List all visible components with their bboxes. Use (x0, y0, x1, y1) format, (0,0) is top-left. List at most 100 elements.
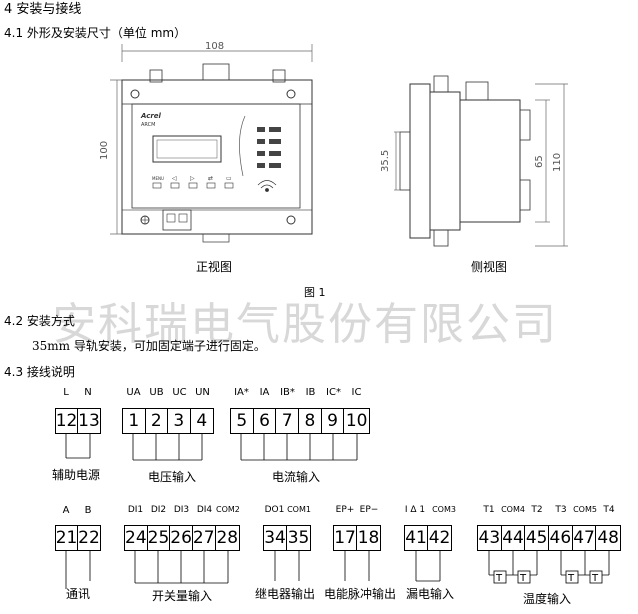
terminal-number: 26 (170, 526, 193, 550)
comm-labels: A B (55, 505, 99, 516)
terminal-label: EP+ (335, 505, 355, 515)
terminal-number: 48 (597, 528, 619, 548)
terminal-label: COM5 (573, 505, 597, 514)
terminal-number: 4 (196, 411, 208, 431)
terminal-label: N (84, 387, 92, 398)
sensor-t-label: T (495, 573, 503, 584)
brand-logo: Acrel (140, 112, 162, 120)
terminal-block-do: 34 35 (263, 525, 311, 551)
terminal-number: 2 (146, 409, 168, 433)
terminal-number: 9 (322, 409, 345, 433)
dim-height-label: 100 (99, 141, 110, 160)
terminal-block-comm: 21 22 (55, 525, 101, 551)
terminal-number: 47 (573, 526, 597, 550)
model-label: ARCM (141, 122, 155, 128)
terminal-label: DI4 (196, 505, 213, 515)
svg-text:▭: ▭ (226, 175, 232, 182)
terminal-block-aux: 12 13 (55, 408, 101, 434)
front-view-caption: 正视图 (196, 260, 233, 274)
leak-labels: I Δ 1 COM3 (400, 505, 458, 515)
terminal-label: UC (172, 387, 187, 398)
terminal-label: B (84, 505, 92, 516)
group-voltage-input: 电压输入 (148, 470, 197, 484)
section-4-3-title: 4.3 接线说明 (4, 365, 75, 379)
terminal-label: UA (126, 387, 141, 398)
terminal-block-temp: 43 44 45 46 47 48 (477, 525, 621, 551)
dim-65-label: 65 (534, 155, 545, 168)
terminal-label: DI2 (150, 505, 167, 515)
figure-caption: 图 1 (304, 286, 326, 299)
aux-labels: L N (55, 387, 99, 398)
terminal-label: T2 (531, 505, 543, 515)
terminal-number: 6 (254, 409, 277, 433)
terminal-label: IC* (326, 387, 341, 398)
terminal-number: 41 (405, 526, 429, 550)
terminal-number: 10 (345, 411, 368, 431)
terminal-label: DI1 (127, 505, 144, 515)
terminal-number: 22 (78, 528, 100, 548)
dim-width-label: 108 (205, 41, 224, 52)
terminal-number: 44 (502, 526, 526, 550)
terminal-number: 27 (192, 526, 216, 550)
terminal-label: IA (259, 387, 270, 398)
sensor-t-label: T (591, 573, 599, 584)
terminal-block-ep: 17 18 (333, 525, 381, 551)
terminal-block-current: 5 6 7 8 9 10 (230, 408, 370, 434)
terminal-block-leak: 41 42 (404, 525, 452, 551)
terminal-number: 46 (549, 526, 573, 550)
current-labels: IA* IA IB* IB IC* IC (230, 387, 368, 398)
terminal-label: IB (305, 387, 316, 398)
terminal-number: 43 (478, 526, 502, 550)
terminal-label: IA* (234, 387, 249, 398)
terminal-number: 17 (334, 526, 358, 550)
terminal-label: IB* (280, 387, 295, 398)
group-temperature-input: 温度输入 (523, 592, 572, 606)
terminal-label: COM1 (287, 505, 311, 514)
terminal-label: T4 (603, 505, 615, 515)
section-4-1-title: 4.1 外形及安装尺寸（单位 mm） (4, 26, 187, 40)
terminal-label: I Δ 1 (404, 505, 426, 515)
svg-text:⇄: ⇄ (208, 175, 213, 182)
terminal-number: 24 (125, 526, 148, 550)
temp-labels: T1 COM4 T2 T3 COM5 T4 (477, 505, 621, 515)
terminal-label: COM4 (501, 505, 525, 514)
side-view-caption: 侧视图 (471, 260, 508, 274)
terminal-label: L (63, 387, 69, 398)
terminal-number: 12 (55, 409, 78, 433)
row1-wiring (65, 434, 358, 461)
terminal-label: IC (351, 387, 362, 398)
di-labels: DI1 DI2 DI3 DI4 COM2 (124, 505, 240, 515)
dim-110-label: 110 (552, 153, 563, 172)
terminal-number: 1 (123, 409, 146, 433)
terminal-label: T1 (483, 505, 495, 515)
terminal-number: 3 (168, 409, 191, 433)
install-text: 35mm 导轨安装，可加固定端子进行固定。 (32, 339, 266, 353)
terminal-number: 13 (78, 411, 100, 431)
chapter-heading: 4 安装与接线 (4, 2, 82, 17)
terminal-number: 21 (55, 526, 78, 550)
terminal-label: UB (149, 387, 164, 398)
terminal-number: 42 (428, 528, 451, 548)
terminal-number: 28 (216, 528, 239, 548)
section-4-2-title: 4.2 安装方式 (4, 314, 75, 328)
watermark: 安科瑞电气股份有限公司 (52, 299, 558, 350)
wireless-icon (257, 180, 277, 192)
front-view-drawing: 108 100 Acrel ARCM MENU ◁ ▷ ⇄ ▭ (99, 41, 313, 243)
group-switch-input: 开关量输入 (152, 589, 213, 603)
dim-rail-label: 35.5 (380, 150, 391, 172)
terminal-label: UN (195, 387, 210, 398)
group-leakage-input: 漏电输入 (406, 587, 455, 601)
svg-text:◁: ◁ (172, 175, 177, 182)
terminal-block-di: 24 25 26 27 28 (124, 525, 240, 551)
sensor-t-label: T (519, 573, 527, 584)
side-view-drawing: 35.5 65 110 (380, 75, 568, 247)
terminal-label: COM3 (432, 505, 456, 514)
sensor-t-label: T (567, 573, 575, 584)
terminal-label: COM2 (216, 505, 240, 514)
terminal-number: 7 (276, 409, 300, 433)
terminal-number: 18 (357, 528, 380, 548)
svg-text:▷: ▷ (190, 175, 195, 182)
group-aux-power: 辅助电源 (52, 468, 101, 482)
terminal-number: 5 (231, 409, 254, 433)
temp-sensor-labels: T T T T (495, 573, 599, 584)
